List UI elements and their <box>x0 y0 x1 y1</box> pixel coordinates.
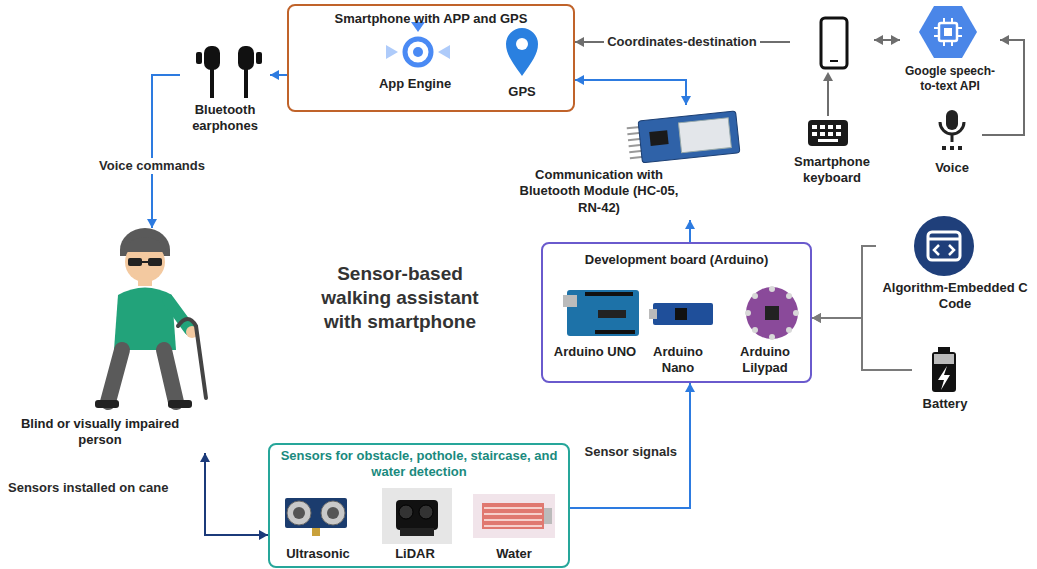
edge-label: Coordinates-destination <box>604 34 760 50</box>
arrowhead <box>681 96 691 105</box>
person-node: Blind or visually impaired person <box>5 228 225 453</box>
node-label: Blind or visually impaired person <box>5 416 195 449</box>
connector <box>812 313 912 370</box>
connector <box>685 220 695 242</box>
item-label: App Engine <box>375 76 455 92</box>
node-label: Communication with Bluetooth Module (HC-… <box>515 167 683 216</box>
item-label: LiDAR <box>370 546 460 562</box>
connector-line <box>812 318 912 370</box>
node-label: Smartphone with APP and GPS <box>289 11 573 27</box>
gps-pin-icon <box>506 28 538 76</box>
connector <box>874 35 900 45</box>
keyboard-icon <box>808 120 848 146</box>
node-label: Battery <box>912 396 978 412</box>
edge-label: Sensors installed on cane <box>5 480 171 496</box>
code-icon <box>914 216 974 276</box>
item-label: Arduino Nano <box>638 344 718 377</box>
edge-label: Voice commands <box>96 158 208 174</box>
item-label: Water <box>466 546 562 562</box>
lidar-sensor-image <box>382 488 452 544</box>
connector <box>570 383 695 508</box>
arrowhead <box>270 70 279 80</box>
edge-label: Sensor signals <box>582 444 680 460</box>
arrowhead <box>259 530 268 540</box>
connector <box>200 453 268 540</box>
arrowhead <box>147 219 157 228</box>
connector <box>147 75 180 228</box>
node-label: Sensors for obstacle, pothole, staircase… <box>274 448 564 481</box>
keyboard-node: Smartphone keyboard <box>790 14 874 191</box>
diagram-title: Sensor-based walking assistant with smar… <box>305 262 495 333</box>
water-sensor-image <box>473 494 555 538</box>
code-node: Algorithm-Embedded C Code <box>876 214 1034 317</box>
connector-line <box>575 80 686 105</box>
ultrasonic-sensor-image <box>285 498 347 536</box>
app-engine-icon <box>386 22 450 65</box>
arduino-nano-image <box>649 303 713 325</box>
connector-line <box>570 383 690 508</box>
process-box: Smartphone with APP and GPS App EngineGPS <box>287 4 575 112</box>
arduino-lilypad-image <box>745 286 799 340</box>
node-label: Development board (Arduino) <box>543 252 810 268</box>
connector <box>982 35 1024 135</box>
arrowhead <box>812 313 821 323</box>
voice-node: Voice <box>922 108 982 180</box>
connector <box>270 70 287 80</box>
item-label: GPS <box>492 84 552 100</box>
bluetooth-module-image <box>626 111 740 164</box>
connector <box>812 246 876 323</box>
node-label: Google speech-to-text API <box>900 64 1000 94</box>
battery-icon <box>932 347 956 392</box>
connector-line <box>982 40 1024 135</box>
item-label: Ultrasonic <box>276 546 360 562</box>
node-label: Algorithm-Embedded C Code <box>876 280 1034 313</box>
arrowhead <box>891 35 900 45</box>
earphones-icon <box>196 46 262 98</box>
arrowhead <box>685 220 695 229</box>
arrowhead <box>1000 35 1009 45</box>
keyboard-to-phone-arrow <box>823 72 833 116</box>
connector-line <box>152 75 180 228</box>
process-box: Development board (Arduino)Arduino UNOAr… <box>541 242 812 383</box>
connector-line <box>205 453 268 535</box>
arrowhead <box>200 453 210 462</box>
process-box: Sensors for obstacle, pothole, staircase… <box>268 443 570 568</box>
arrowhead <box>575 75 584 85</box>
connector <box>575 75 691 105</box>
person-figure <box>95 228 206 408</box>
google-api-icon <box>919 6 977 58</box>
earphones-node: Bluetooth earphones <box>180 40 270 139</box>
connector-line <box>812 246 876 318</box>
arrowhead <box>812 313 821 323</box>
arrowhead <box>874 35 883 45</box>
arrowhead <box>685 383 695 392</box>
node-label: Bluetooth earphones <box>180 102 270 135</box>
arrowhead <box>575 37 584 47</box>
item-label: Arduino Lilypad <box>721 344 809 377</box>
node-label: Voice <box>922 160 982 176</box>
api-node: Google speech-to-text API <box>900 2 1000 102</box>
phone-icon <box>821 18 847 68</box>
microphone-icon <box>940 110 964 150</box>
bluetooth-module-node: Communication with Bluetooth Module (HC-… <box>515 105 745 220</box>
node-label: Smartphone keyboard <box>790 154 874 187</box>
arduino-uno-image <box>563 290 639 336</box>
battery-node: Battery <box>912 344 978 416</box>
item-label: Arduino UNO <box>553 344 637 360</box>
